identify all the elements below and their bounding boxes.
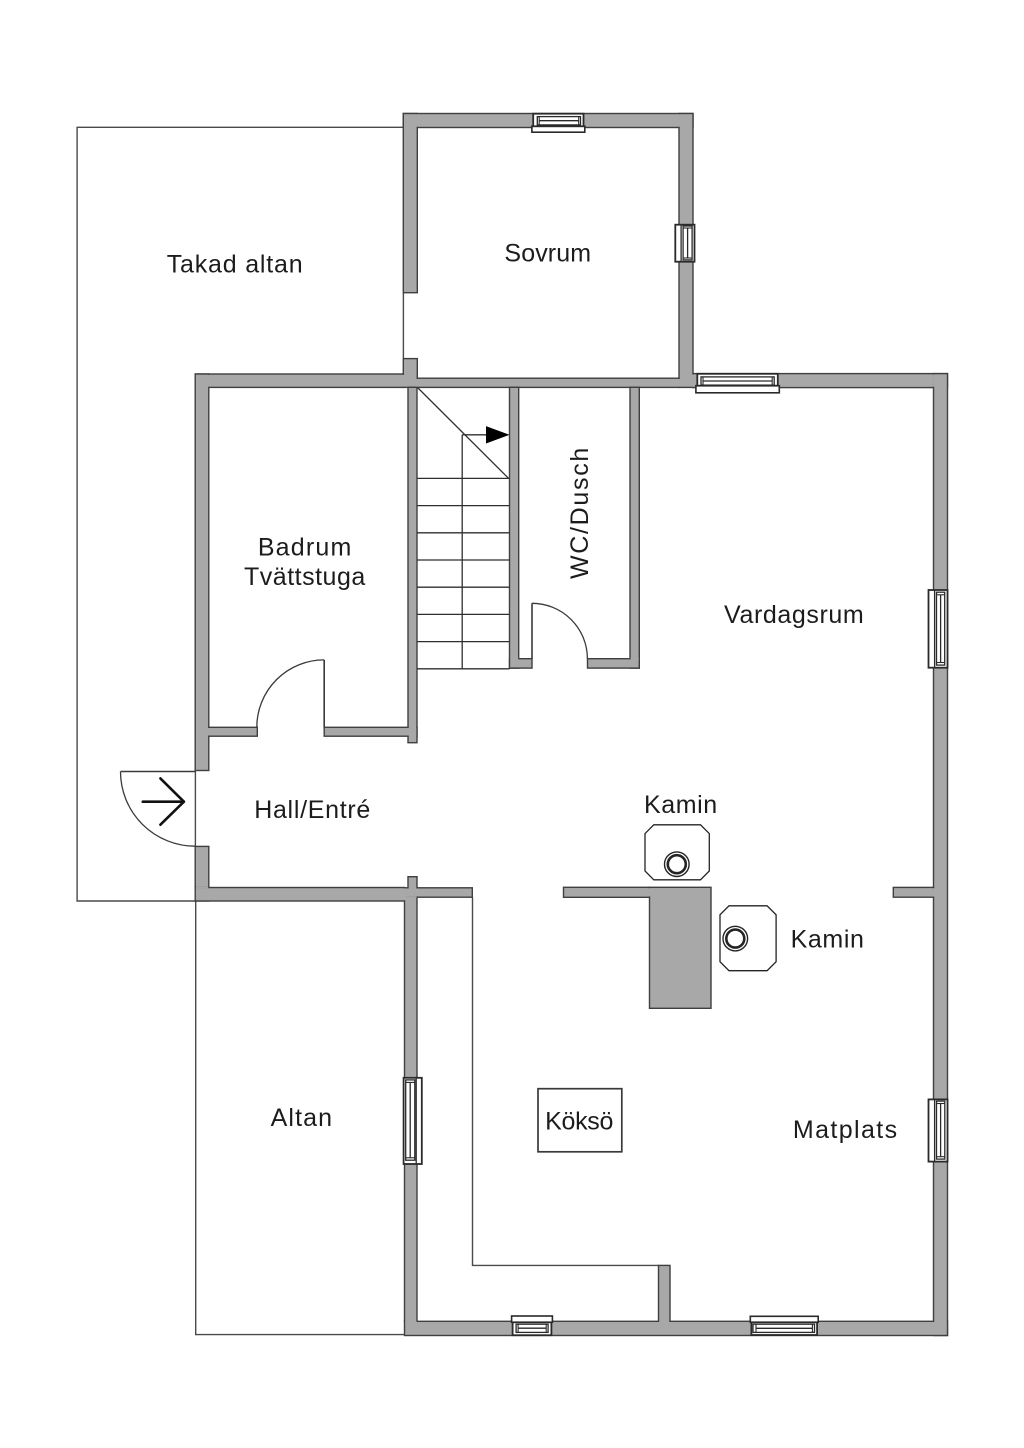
svg-text:Takad altan: Takad altan xyxy=(167,251,304,279)
svg-text:Kamin: Kamin xyxy=(791,925,865,953)
svg-text:Kamin: Kamin xyxy=(644,791,718,819)
svg-text:Köksö: Köksö xyxy=(545,1108,613,1136)
svg-text:Matplats: Matplats xyxy=(793,1116,899,1144)
svg-text:Altan: Altan xyxy=(271,1104,333,1132)
svg-text:Tvättstuga: Tvättstuga xyxy=(244,563,366,591)
svg-text:Badrum: Badrum xyxy=(258,533,353,561)
svg-text:Hall/Entré: Hall/Entré xyxy=(254,796,371,824)
svg-text:Sovrum: Sovrum xyxy=(504,239,591,267)
svg-text:WC/Dusch: WC/Dusch xyxy=(566,446,594,579)
svg-text:Vardagsrum: Vardagsrum xyxy=(724,601,864,629)
